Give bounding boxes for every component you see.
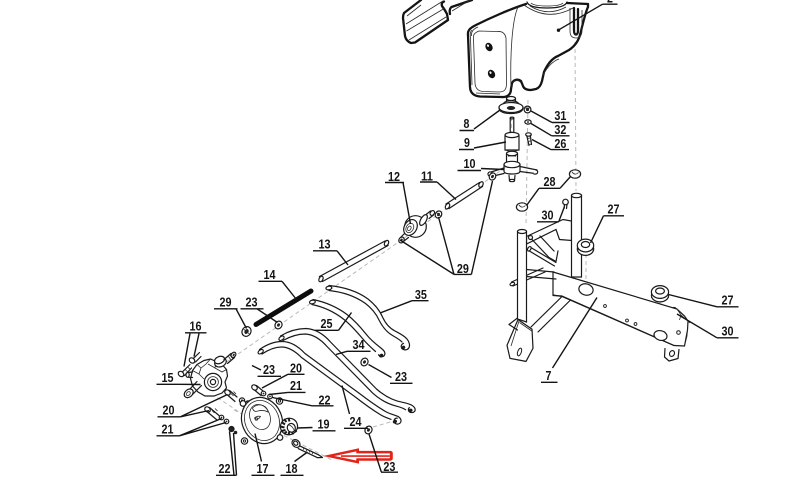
svg-text:28: 28	[544, 174, 556, 189]
svg-text:16: 16	[190, 319, 202, 334]
svg-text:32: 32	[554, 122, 566, 137]
svg-text:17: 17	[257, 461, 269, 476]
svg-text:30: 30	[722, 324, 734, 339]
svg-text:35: 35	[415, 287, 427, 302]
svg-text:21: 21	[162, 422, 174, 437]
svg-text:23: 23	[383, 459, 395, 474]
svg-text:18: 18	[286, 461, 298, 476]
svg-text:15: 15	[162, 370, 174, 385]
svg-text:20: 20	[163, 403, 175, 418]
svg-text:23: 23	[246, 295, 258, 310]
svg-text:22: 22	[219, 461, 231, 476]
svg-text:8: 8	[464, 116, 470, 131]
svg-text:29: 29	[220, 295, 232, 310]
svg-text:2: 2	[607, 0, 613, 6]
svg-text:10: 10	[464, 156, 476, 171]
svg-text:13: 13	[319, 237, 331, 252]
svg-text:26: 26	[554, 136, 566, 151]
svg-text:27: 27	[608, 202, 620, 217]
svg-text:7: 7	[546, 368, 552, 383]
svg-text:20: 20	[290, 360, 302, 375]
svg-text:23: 23	[395, 369, 407, 384]
svg-text:24: 24	[350, 414, 363, 429]
svg-text:9: 9	[464, 135, 470, 150]
svg-text:34: 34	[353, 337, 366, 352]
svg-text:19: 19	[318, 417, 330, 432]
svg-text:31: 31	[554, 108, 566, 123]
svg-text:21: 21	[290, 378, 302, 393]
svg-text:23: 23	[263, 362, 275, 377]
svg-text:27: 27	[722, 293, 734, 308]
svg-text:14: 14	[264, 267, 277, 282]
svg-text:25: 25	[321, 316, 333, 331]
svg-text:22: 22	[319, 392, 331, 407]
svg-text:30: 30	[542, 208, 554, 223]
svg-text:12: 12	[388, 169, 400, 184]
svg-text:11: 11	[421, 169, 433, 184]
svg-text:29: 29	[457, 261, 469, 276]
